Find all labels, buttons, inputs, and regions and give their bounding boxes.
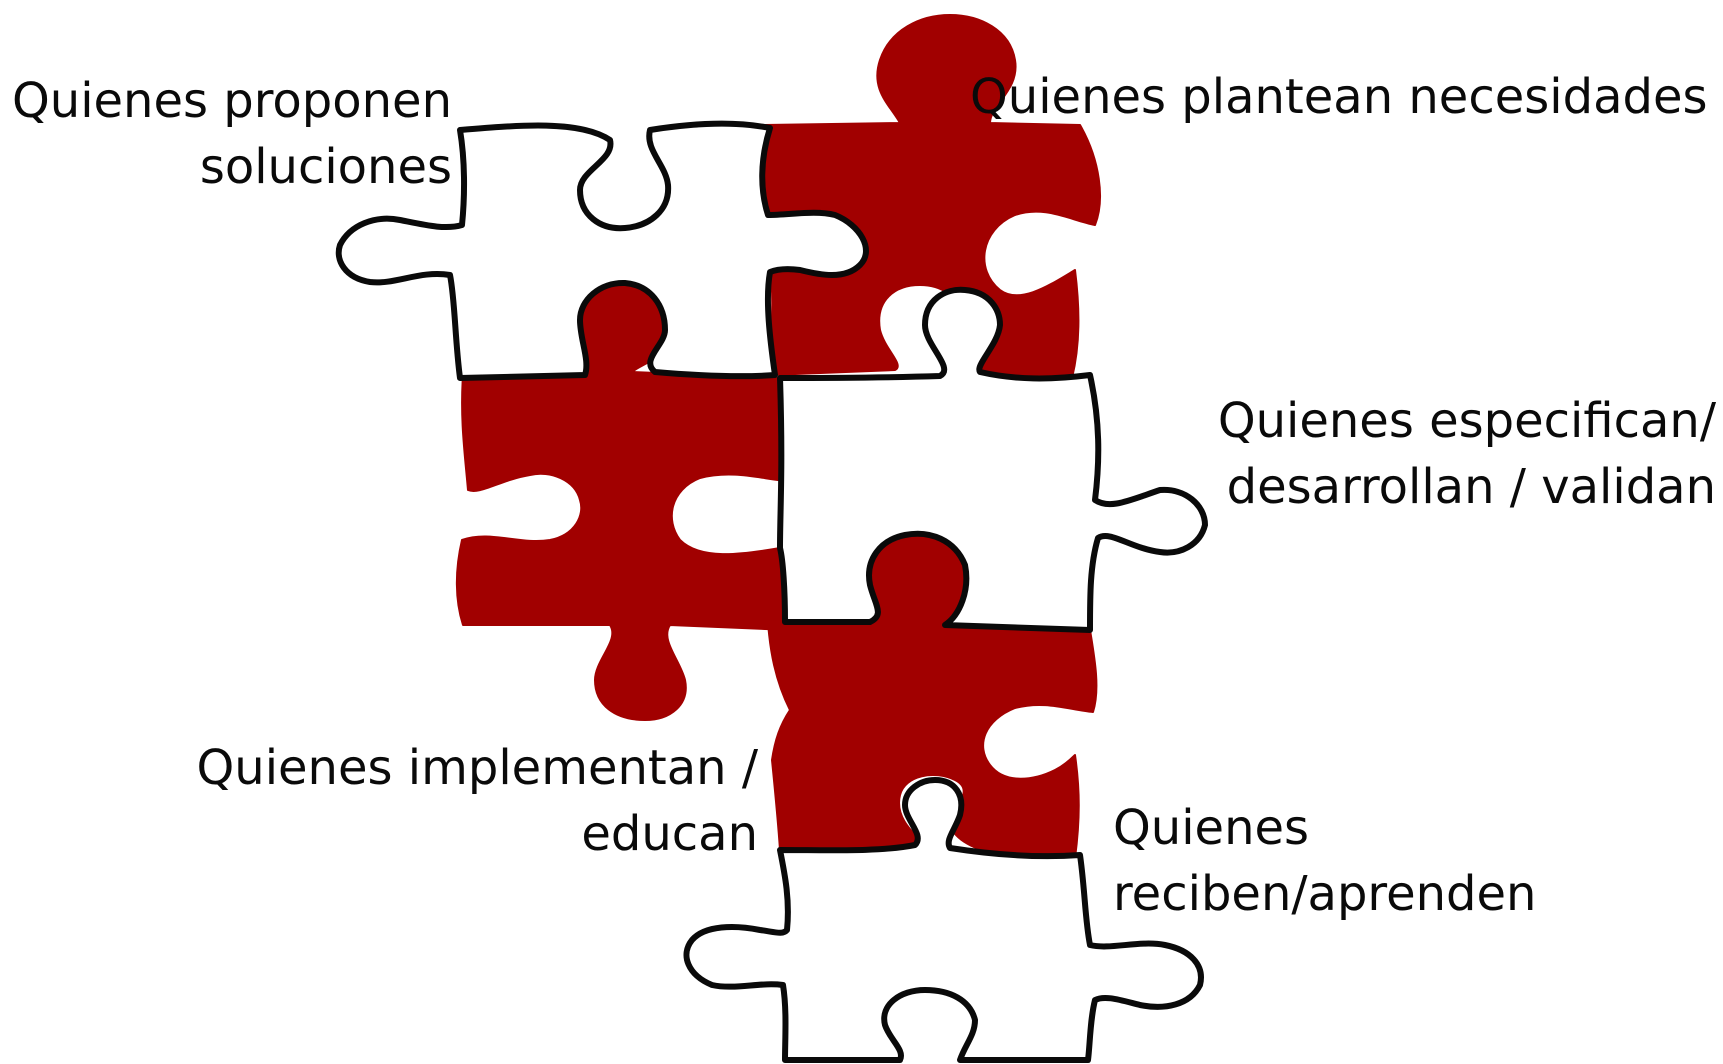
label-especifican-line2: desarrollan / validan — [1226, 459, 1716, 515]
label-implementan-line2: educan — [581, 806, 758, 862]
label-reciben-line1: Quienes — [1113, 800, 1310, 856]
puzzle-piece-proponen — [335, 120, 869, 381]
label-reciben-line2: reciben/aprenden — [1113, 866, 1537, 922]
label-implementan-line1: Quienes implementan / — [196, 740, 758, 796]
label-proponen: Quienes proponen soluciones — [0, 68, 452, 200]
puzzle-piece-especifican — [777, 286, 1208, 633]
label-plantean: Quienes plantean necesidades — [970, 64, 1707, 130]
label-proponen-line2: soluciones — [199, 139, 452, 195]
label-especifican: Quienes especifican/ desarrollan / valid… — [1080, 388, 1716, 520]
label-reciben: Quienes reciben/aprenden — [1113, 795, 1536, 927]
label-proponen-line1: Quienes proponen — [11, 73, 452, 129]
label-especifican-line1: Quienes especifican/ — [1217, 393, 1716, 449]
label-implementan: Quienes implementan / educan — [120, 735, 758, 867]
puzzle-piece-reciben — [683, 777, 1204, 1063]
label-plantean-line1: Quienes plantean necesidades — [970, 69, 1708, 125]
